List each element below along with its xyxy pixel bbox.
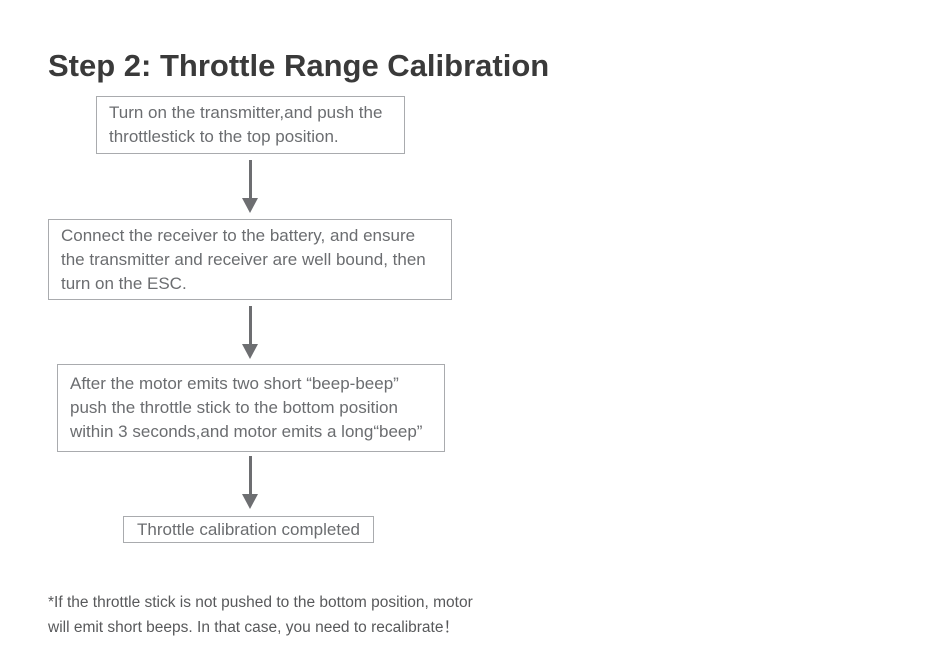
flow-step-3-line-1: After the motor emits two short “beep-be… xyxy=(70,374,399,393)
footnote-line-1: *If the throttle stick is not pushed to … xyxy=(48,594,473,611)
flow-step-2-line-2: the transmitter and receiver are well bo… xyxy=(61,249,426,269)
flow-step-4-line-1: Throttle calibration completed xyxy=(136,520,360,539)
flow-step-1-line-1: Turn on the transmitter,and push the xyxy=(109,103,383,122)
down-arrow-head xyxy=(242,198,258,213)
flow-step-2-box: Connect the receiver to the battery, and… xyxy=(48,219,452,300)
page-title: Step 2: Throttle Range Calibration xyxy=(48,47,550,83)
flow-step-3-line-3: within 3 seconds,and motor emits a long“… xyxy=(70,422,423,441)
flow-step-2-line-3: turn on the ESC. xyxy=(61,273,187,293)
down-arrow-icon xyxy=(242,456,258,509)
down-arrow-shaft xyxy=(248,160,252,198)
flow-step-3-box: After the motor emits two short “beep-be… xyxy=(57,364,445,452)
down-arrow-head xyxy=(242,494,258,509)
down-arrow-shaft xyxy=(248,456,252,494)
down-arrow-icon xyxy=(242,160,258,213)
flow-step-2-line-1: Connect the receiver to the battery, and… xyxy=(61,225,416,245)
footnote: *If the throttle stick is not pushed to … xyxy=(48,590,473,640)
down-arrow-head xyxy=(242,344,258,359)
flow-step-1-line-2: throttlestick to the top position. xyxy=(109,127,339,146)
down-arrow-shaft xyxy=(248,306,252,344)
down-arrow-icon xyxy=(242,306,258,359)
footnote-line-2: will emit short beeps. In that case, you… xyxy=(48,619,459,636)
flow-step-1-box: Turn on the transmitter,and push the thr… xyxy=(96,96,405,154)
flow-step-4-result-box: Throttle calibration completed xyxy=(123,516,374,543)
flow-step-3-line-2: push the throttle stick to the bottom po… xyxy=(70,398,398,417)
